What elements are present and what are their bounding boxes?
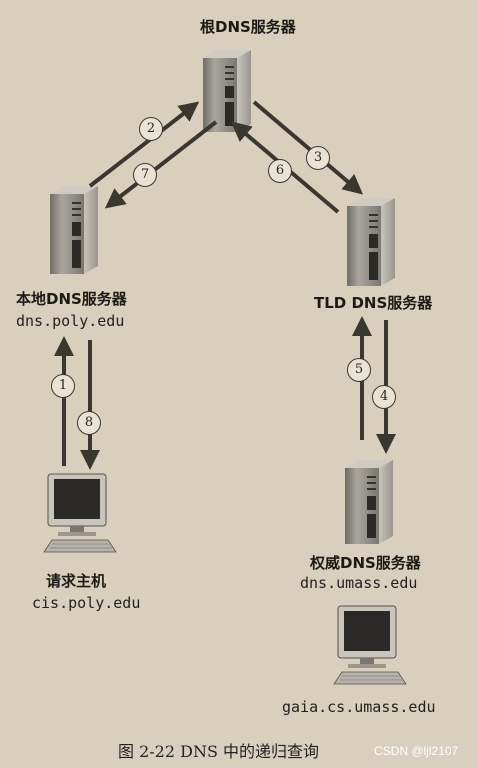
local-server-label: 本地DNS服务器 (16, 290, 127, 308)
step-7-badge: 7 (133, 163, 157, 187)
target-host: gaia.cs.umass.edu (282, 698, 436, 716)
arrow-step-7 (104, 120, 218, 209)
requester-label: 请求主机 (46, 572, 107, 590)
step-8-badge: 8 (77, 411, 101, 435)
requester-computer-icon (43, 473, 117, 553)
authoritative-server-host: dns.umass.edu (300, 574, 418, 592)
local-server-host: dns.poly.edu (16, 312, 125, 330)
authoritative-server-label: 权威DNS服务器 (310, 554, 421, 572)
target-computer-icon (333, 605, 407, 685)
csdn-watermark: CSDN @ljl2107 (374, 744, 459, 758)
authoritative-server-icon (345, 460, 393, 544)
tld-server-label: TLD DNS服务器 (314, 294, 433, 312)
arrow-step-2 (88, 101, 200, 188)
step-1-badge: 1 (51, 374, 75, 398)
requester-host: cis.poly.edu (32, 594, 141, 612)
step-5-badge: 5 (347, 358, 371, 382)
tld-server-icon (347, 198, 395, 286)
local-dns-server-icon (50, 186, 98, 274)
figure-caption: 图 2-22 DNS 中的递归查询 (118, 742, 319, 761)
root-server-label: 根DNS服务器 (200, 18, 296, 36)
step-6-badge: 6 (268, 159, 292, 183)
step-2-badge: 2 (139, 117, 163, 141)
root-server-icon (203, 50, 251, 132)
step-4-badge: 4 (372, 385, 396, 409)
arrow-step-3 (252, 100, 364, 195)
step-3-badge: 3 (306, 146, 330, 170)
